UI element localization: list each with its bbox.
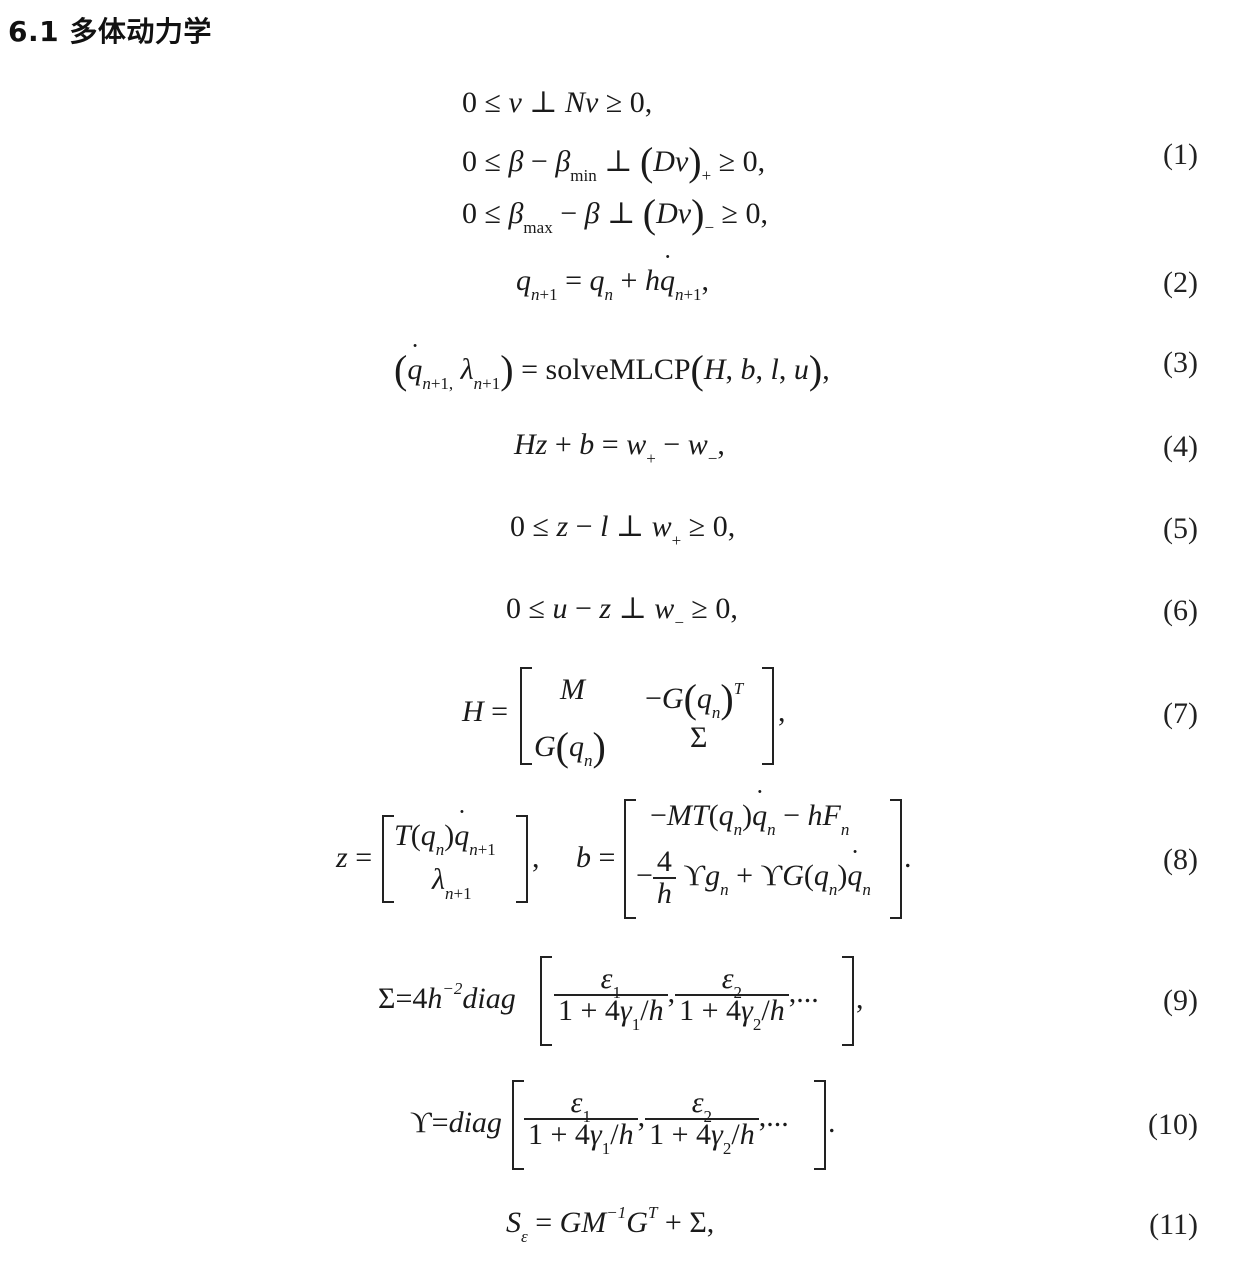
equation-3: (qn+1, λn+1) = solveMLCP(H, b, l, u), (3… [0, 341, 1240, 392]
equation-number: (8) [1163, 843, 1198, 876]
equation-number: (9) [1163, 984, 1198, 1017]
equation-11: Sε = GM−1GT + Σ, (11) [506, 1203, 1198, 1246]
equation-5: 0 ≤ z − l ⊥ w+ ≥ 0, (5) [510, 510, 1198, 550]
equation-number: (3) [1163, 346, 1198, 379]
ellipsis: ... [766, 1099, 789, 1133]
diag-label: diag [462, 982, 516, 1015]
equation-number: (4) [1163, 430, 1198, 463]
solver-name: solveMLCP [545, 353, 691, 386]
equation-number: (11) [1149, 1208, 1198, 1241]
equation-number: (10) [1148, 1108, 1198, 1141]
equation-number: (7) [1163, 697, 1198, 730]
equation-number: (5) [1163, 512, 1198, 545]
equation-4: Hz + b = w+ − w−, (4) [514, 428, 1198, 468]
ellipsis: ... [796, 975, 819, 1009]
equation-8: z = T(qn)qn+1 λn+1 , b = −MT(qn)qn − hFn… [0, 787, 1240, 925]
equation-number: (2) [1163, 266, 1198, 299]
equation-7: H = M −G(qn)T G(qn) Σ , (7) [0, 665, 1240, 770]
equation-1: 0 ≤ ν ⊥ Nν ≥ 0, 0 ≤ β − βmin ⊥ (Dν)+ ≥ 0… [462, 86, 1198, 237]
equation-number: (6) [1163, 594, 1198, 627]
equation-number: (1) [1163, 138, 1198, 171]
equation-6: 0 ≤ u − z ⊥ w− ≥ 0, (6) [506, 592, 1198, 632]
equation-2: qn+1 = qn + hqn+1, (2) [0, 252, 1240, 312]
diag-label: diag [448, 1106, 502, 1139]
coef: 4 [412, 982, 428, 1015]
section-title: 6.1 多体动力学 [8, 15, 212, 48]
